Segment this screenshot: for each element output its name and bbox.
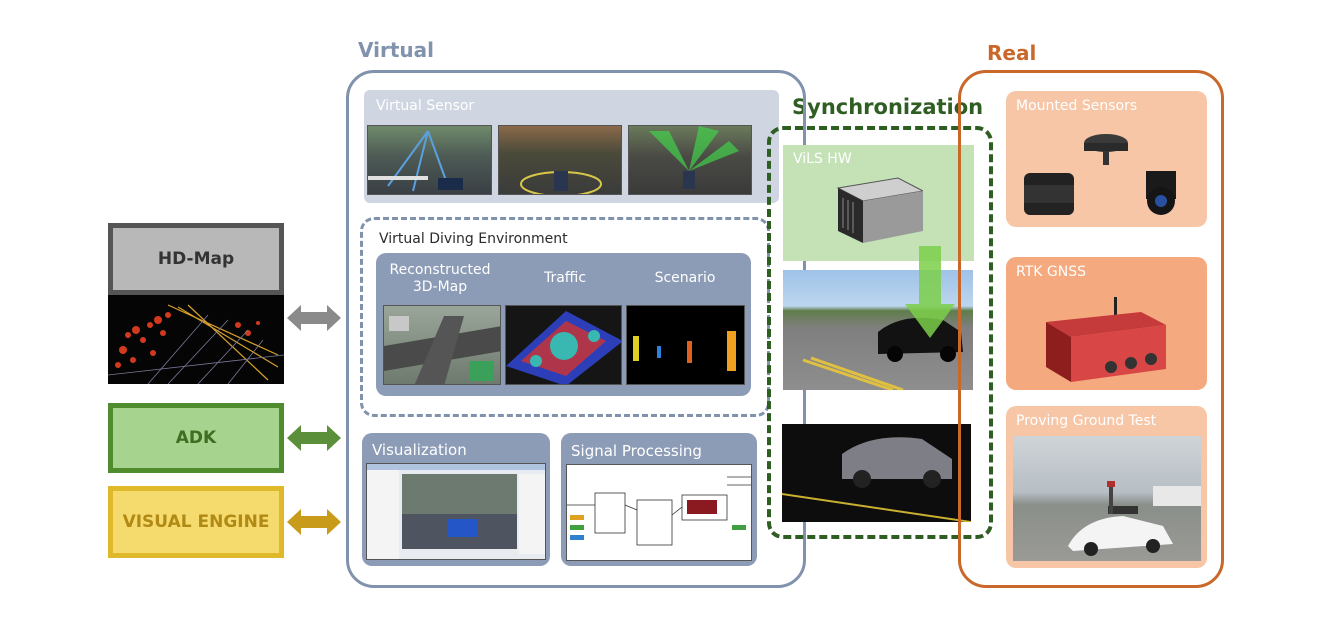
rtk-gnss-panel: RTK GNSS [1006,257,1207,390]
visualization-panel: Visualization [362,433,550,566]
adk-box: ADK [108,403,284,473]
3d-map-graphic [384,316,500,384]
real-frame [958,70,1224,588]
scenario-graphic [633,331,736,371]
sensors-graphic [1024,134,1176,215]
virtual-vehicle-render [782,424,971,522]
proving-ground-panel: Proving Ground Test [1006,406,1207,568]
virtual-vehicle-graphic [782,437,971,522]
real-vehicle-graphic [802,317,963,390]
hd-map-arrow [287,305,341,331]
pointcloud-graphic [108,304,284,384]
proving-ground-graphic [1068,481,1201,556]
virtual-sensor-image-3 [628,125,752,195]
virtual-sensor-panel: Virtual Sensor [364,90,779,203]
visualization-graphic [367,464,545,559]
rtk-gnss-title: RTK GNSS [1016,264,1086,280]
traffic-image [505,305,622,385]
reconstructed-3d-map-label: Reconstructed 3D-Map [389,262,491,295]
sensor-rays-graphic [368,130,463,192]
visual-engine-arrow [287,509,341,535]
scenario-image [626,305,745,385]
scenario-label: Scenario [654,270,716,286]
hd-map-label: HD-Map [157,249,235,269]
synchronization-heading: Synchronization [792,95,984,119]
signal-processing-title: Signal Processing [571,442,702,460]
virtual-heading: Virtual [358,38,434,62]
virtual-sensor-title: Virtual Sensor [376,98,475,114]
hd-map-box: HD-Map [108,223,284,295]
mounted-sensors-title: Mounted Sensors [1016,98,1138,114]
mounted-sensors-panel: Mounted Sensors [1006,91,1207,227]
proving-ground-photo [1013,436,1201,561]
traffic-graphic [506,311,621,384]
virtual-sensor-image-2 [498,125,622,195]
visual-engine-label: VISUAL ENGINE [122,512,270,532]
lidar-cone-graphic [649,126,739,189]
traffic-label: Traffic [543,270,587,286]
adk-arrow [287,425,341,451]
proving-ground-title: Proving Ground Test [1016,413,1157,429]
gnss-device-graphic [1046,297,1166,382]
vils-hardware-graphic [836,177,923,243]
signal-processing-diagram [566,464,752,561]
real-heading: Real [987,41,1037,65]
virtual-environment-title: Virtual Diving Environment [379,231,568,247]
reconstructed-3d-map-image [383,305,501,385]
sync-down-arrow [905,246,955,338]
visualization-title: Visualization [372,441,467,459]
sensor-arc-graphic [520,171,602,194]
simulink-graphic [567,476,751,546]
vils-hw-title: ViLS HW [793,151,852,167]
signal-processing-panel: Signal Processing [561,433,757,566]
hd-map-pointcloud-image [108,295,284,384]
vils-hw-panel: ViLS HW [783,145,974,261]
synchronization-frame [767,126,993,539]
virtual-sensor-image-1 [367,125,492,195]
real-vehicle-photo [783,270,973,390]
visual-engine-box: VISUAL ENGINE [108,486,284,558]
visualization-screenshot [366,463,546,560]
adk-label: ADK [175,428,217,448]
